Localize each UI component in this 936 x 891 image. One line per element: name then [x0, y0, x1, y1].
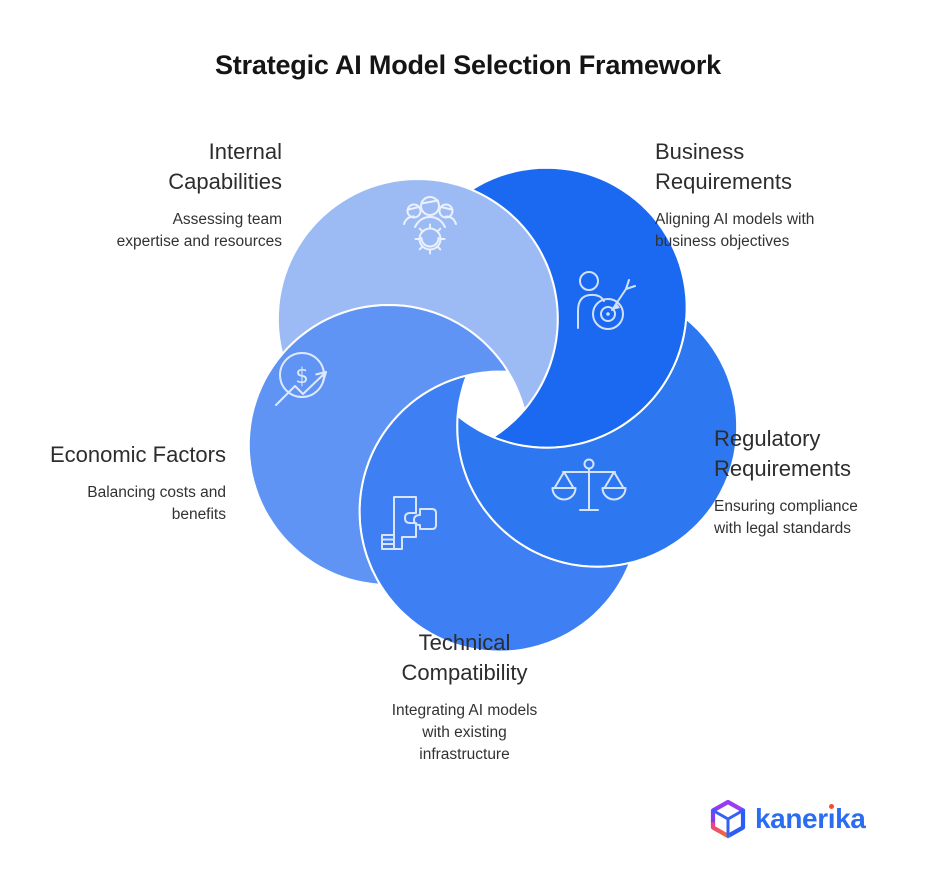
person-target-icon: [577, 271, 636, 330]
segment-description: Assessing team expertise and resources: [116, 211, 282, 250]
segment-label-technical-compatibility: Technical Compatibility Integrating AI m…: [342, 628, 587, 766]
team-gear-icon: [403, 196, 457, 255]
brand-i-dot: [829, 804, 835, 809]
segment-label-business-requirements: Business Requirements Aligning AI models…: [655, 137, 895, 253]
dollar-growth-icon: $: [275, 352, 327, 406]
segment-description: Balancing costs and benefits: [87, 484, 226, 523]
page-title: Strategic AI Model Selection Framework: [214, 50, 722, 80]
segment-description: Ensuring compliance with legal standards: [714, 498, 858, 537]
segment-title: Internal Capabilities: [168, 139, 282, 194]
segment-description: Aligning AI models with business objecti…: [655, 211, 815, 250]
dollar-glyph: $: [295, 364, 308, 388]
segment-label-economic-factors: Economic Factors Balancing costs and ben…: [30, 440, 226, 526]
swirl-blade-economic-factors: [247, 304, 510, 586]
segment-label-regulatory-requirements: Regulatory Requirements Ensuring complia…: [714, 424, 929, 540]
segment-description: Integrating AI models with existing infr…: [391, 702, 538, 763]
segment-title: Technical Compatibility: [401, 630, 528, 685]
segment-title: Economic Factors: [49, 442, 226, 467]
segment-label-internal-capabilities: Internal Capabilities Assessing team exp…: [62, 137, 282, 253]
kanerika-cube-icon: [710, 799, 746, 839]
puzzle-icon: [381, 496, 437, 550]
scales-icon: [551, 458, 627, 511]
segment-title: Business Requirements: [655, 139, 792, 194]
segment-title: Regulatory Requirements: [714, 426, 851, 481]
